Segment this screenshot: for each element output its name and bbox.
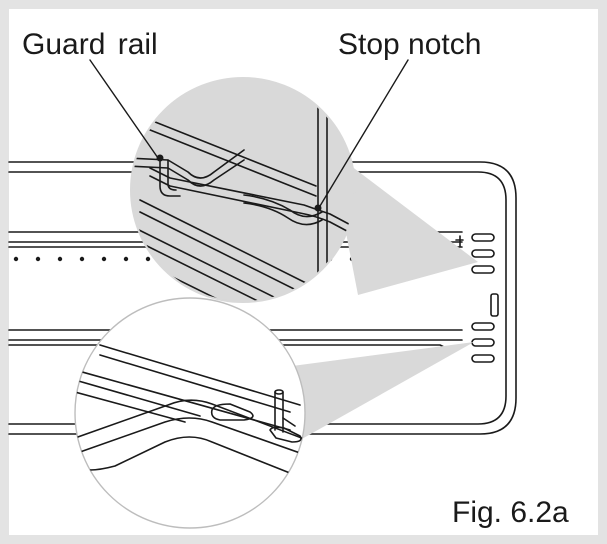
magnifier-wedges: [262, 150, 478, 440]
guard-rail-leader: [89, 59, 159, 159]
figure-caption: Fig. 6.2a: [452, 496, 569, 529]
stop-notch-leader: [319, 59, 409, 207]
leader-lines: [89, 59, 409, 207]
bottom-magnifier: [74, 297, 306, 529]
stop-notch-label: Stop notch: [338, 28, 482, 61]
guard-rail-label: Guard rail: [22, 28, 158, 61]
